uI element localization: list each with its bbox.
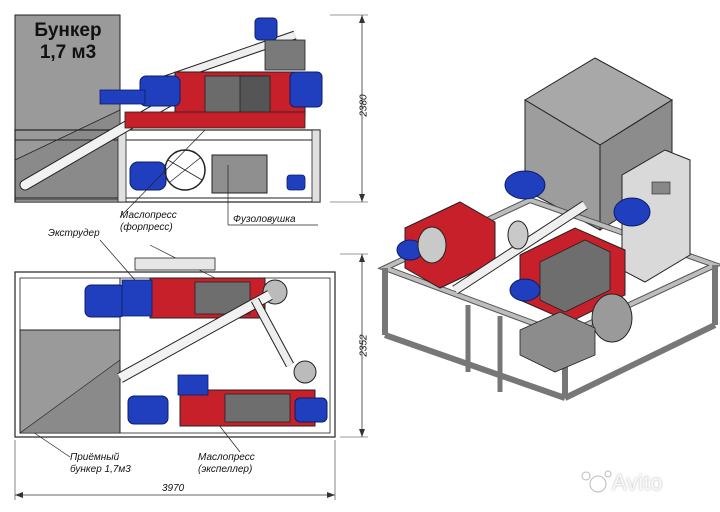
dimension-depth: 2352 (358, 334, 370, 357)
label-oil-press-fore-line2: (форпресс) (120, 222, 173, 233)
plan-frame (14, 271, 336, 438)
label-oil-press-fore-line1: Маслопресс (120, 210, 177, 221)
label-extruder: Экструдер (48, 228, 100, 239)
label-sludge-trap: Фузоловушка (233, 214, 296, 225)
isometric-view (377, 57, 720, 401)
hopper-title-line1: Бункер (34, 20, 102, 41)
hopper-title: Бункер 1,7 м3 (18, 20, 118, 64)
avito-logo-icon (581, 470, 612, 493)
label-oil-press-expeller-line1: Маслопресс (198, 452, 255, 463)
dimension-height: 2380 (358, 94, 370, 117)
label-oil-press-expeller-line2: (экспеллер) (198, 464, 253, 475)
label-receiving-hopper-line1: Приёмный (70, 452, 120, 463)
side-view (14, 14, 368, 203)
label-receiving-hopper-line2: бункер 1,7м3 (70, 464, 131, 475)
watermark-text: Avito (612, 470, 664, 495)
dimension-width: 3970 (162, 483, 185, 494)
plan-view (14, 253, 368, 500)
label-receiving-hopper: Приёмный бункер 1,7м3 (70, 452, 131, 476)
label-oil-press-expeller: Маслопресс (экспеллер) (198, 452, 255, 476)
label-oil-press-fore: Маслопресс (форпресс) (120, 210, 177, 234)
hopper-title-line2: 1,7 м3 (39, 42, 97, 63)
